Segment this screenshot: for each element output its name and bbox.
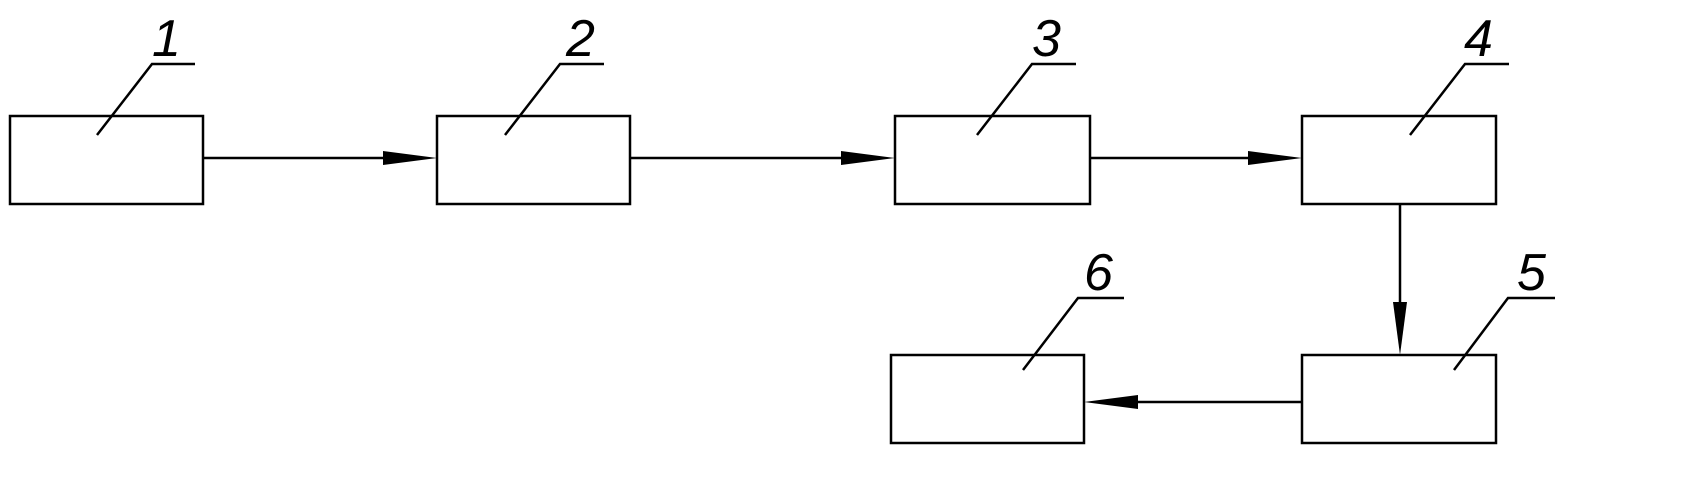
arrow-2-to-3 [630, 151, 895, 165]
block-2-leader-line [504, 62, 604, 136]
block-5-number: 5 [1517, 244, 1547, 302]
block-6: 6 [889, 244, 1124, 445]
arrow-5-to-6-head [1084, 395, 1138, 409]
block-1: 1 [8, 10, 205, 206]
block-2-box [435, 114, 632, 206]
block-4: 4 [1300, 10, 1509, 206]
block-1-leader-line [96, 62, 195, 136]
arrow-3-to-4-head [1248, 151, 1302, 165]
arrow-1-to-2-head [383, 151, 437, 165]
block-3: 3 [893, 10, 1092, 206]
arrow-4-to-5-head [1393, 302, 1407, 355]
block-1-box [8, 114, 205, 206]
arrow-1-to-2 [203, 151, 437, 165]
block-4-leader-line [1409, 62, 1509, 136]
arrow-2-to-3-head [841, 151, 895, 165]
block-6-box [889, 353, 1086, 445]
block-3-leader-line [976, 62, 1076, 136]
block-3-number: 3 [1032, 10, 1061, 68]
arrow-3-to-4 [1090, 151, 1302, 165]
block-5-box [1300, 353, 1498, 445]
block-5-leader-line [1453, 296, 1555, 371]
block-4-number: 4 [1464, 10, 1493, 68]
block-3-box [893, 114, 1092, 206]
arrow-5-to-6 [1084, 395, 1302, 409]
block-4-box [1300, 114, 1498, 206]
block-2: 2 [435, 10, 632, 206]
block-1-number: 1 [152, 10, 181, 68]
block-6-number: 6 [1084, 244, 1113, 302]
arrow-4-to-5 [1393, 204, 1407, 355]
block-6-leader-line [1022, 296, 1124, 371]
block-2-number: 2 [565, 10, 595, 68]
block-5: 5 [1300, 244, 1555, 445]
